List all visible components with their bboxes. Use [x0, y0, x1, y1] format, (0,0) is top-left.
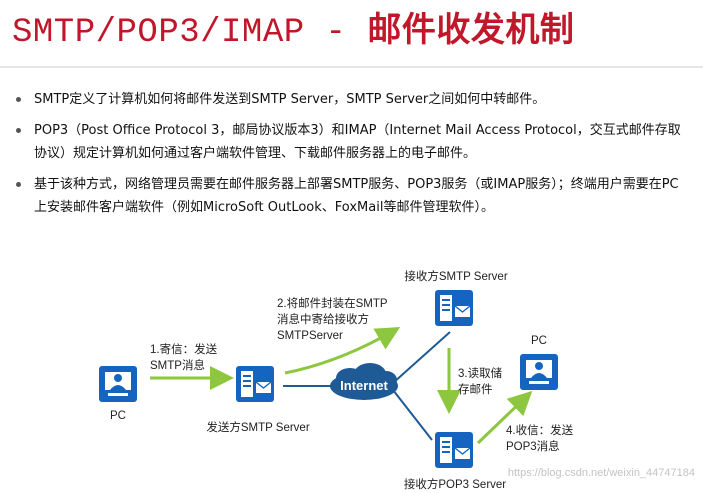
step2-label-line3: SMTPServer: [277, 330, 343, 342]
bullet-item: 基于该种方式，网络管理员需要在邮件服务器上部署SMTP服务、POP3服务（或IM…: [10, 173, 690, 219]
send-smtp-server-icon: [235, 365, 275, 403]
bullet-text: 基于该种方式，网络管理员需要在邮件服务器上部署SMTP服务、POP3服务（或IM…: [34, 177, 679, 215]
arrow-step2: [284, 326, 401, 375]
title-chinese: 邮件收发机制: [367, 10, 575, 50]
bullet-dot-icon: [16, 182, 21, 187]
step3-label-line2: 存邮件: [458, 382, 493, 396]
bullet-dot-icon: [16, 97, 21, 102]
step1-label-line2: SMTP消息: [150, 358, 205, 372]
step2-label-line1: 2.将邮件封装在SMTP: [277, 296, 388, 310]
pc-right-icon: [520, 354, 558, 390]
bullet-item: SMTP定义了计算机如何将邮件发送到SMTP Server，SMTP Serve…: [10, 88, 690, 111]
link-internet-recv-smtp: [392, 331, 451, 384]
bullet-dot-icon: [16, 128, 21, 133]
send-smtp-server-label: 发送方SMTP Server: [206, 420, 309, 434]
link-internet-recv-pop3: [392, 389, 433, 441]
step1-label-line1: 1.寄信：发送: [150, 342, 218, 356]
title-divider: [0, 66, 703, 68]
step3-label-line1: 3.读取储: [458, 366, 503, 380]
recv-smtp-server-icon: [434, 289, 474, 327]
step4-label-line2: POP3消息: [506, 439, 560, 453]
bullet-list: SMTP定义了计算机如何将邮件发送到SMTP Server，SMTP Serve…: [10, 88, 690, 227]
mail-flow-diagram: Internet PC 发送方SMTP Server 接收方SMTP Serve…: [99, 269, 695, 491]
watermark-text: https://blog.csdn.net/weixin_44747184: [508, 467, 695, 479]
pc-right-label: PC: [531, 335, 547, 347]
arrow-step4: [476, 390, 533, 445]
page-title: SMTP/POP3/IMAP - 邮件收发机制: [12, 6, 574, 57]
bullet-text: SMTP定义了计算机如何将邮件发送到SMTP Server，SMTP Serve…: [34, 92, 546, 107]
recv-pop3-server-label: 接收方POP3 Server: [404, 477, 506, 491]
recv-pop3-server-icon: [434, 431, 474, 469]
bullet-item: POP3（Post Office Protocol 3，邮局协议版本3）和IMA…: [10, 119, 690, 165]
internet-cloud-icon: [330, 363, 398, 400]
title-prefix: SMTP/POP3/IMAP -: [12, 14, 368, 52]
pc-left-icon: [99, 366, 137, 402]
bullet-text: POP3（Post Office Protocol 3，邮局协议版本3）和IMA…: [34, 123, 681, 161]
recv-smtp-server-label: 接收方SMTP Server: [404, 269, 507, 283]
pc-left-label: PC: [110, 410, 126, 422]
internet-label: Internet: [340, 378, 388, 393]
step2-label-line2: 消息中寄给接收方: [277, 312, 369, 326]
step4-label-line1: 4.收信：发送: [506, 423, 574, 437]
